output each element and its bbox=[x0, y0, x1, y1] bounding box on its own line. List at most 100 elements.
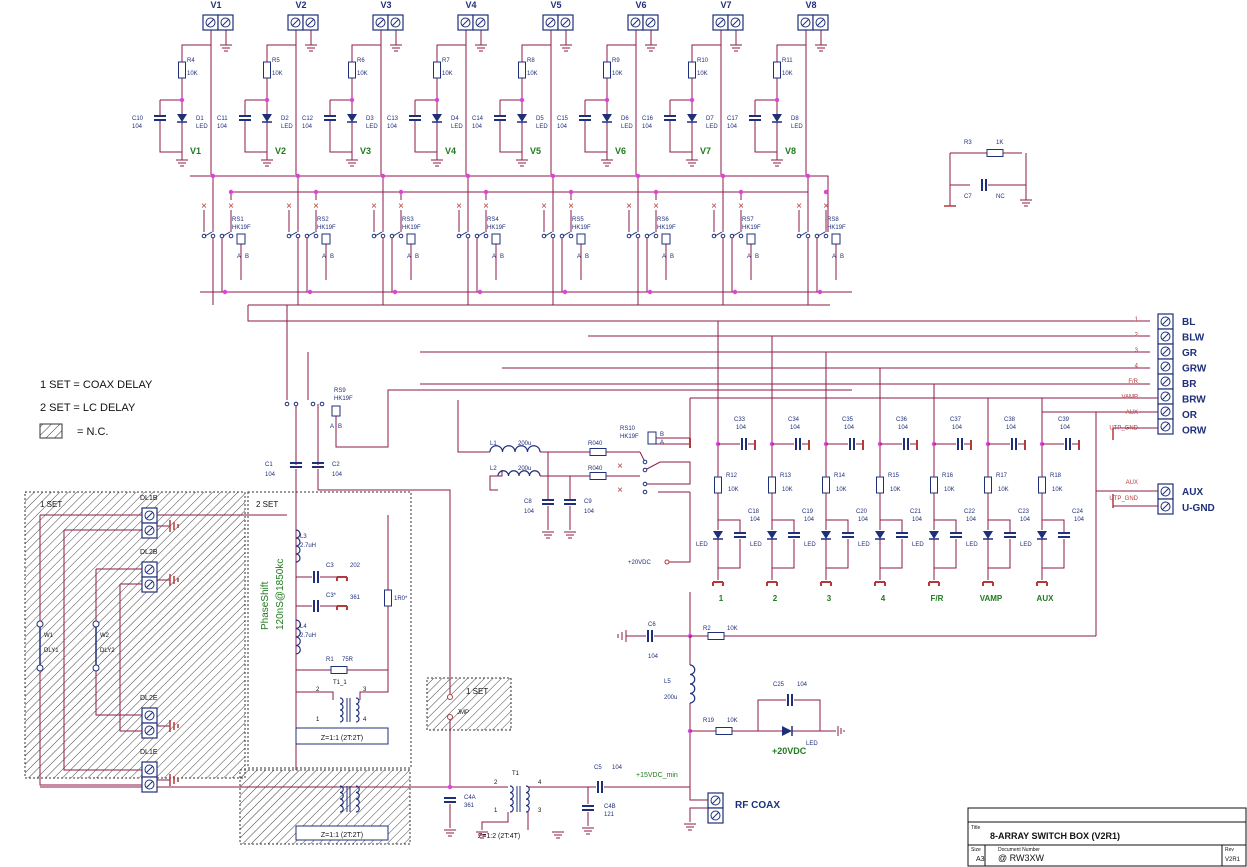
doc-label: Document Number bbox=[998, 847, 1040, 853]
aux-connector-label: AUX bbox=[1182, 487, 1203, 498]
top-resistor-value: 10K bbox=[442, 71, 453, 77]
wire bbox=[266, 30, 297, 55]
terminal-screw-icon bbox=[290, 17, 301, 28]
top-resistor-value: 10K bbox=[697, 71, 708, 77]
relay-x-mark: × bbox=[823, 201, 829, 212]
legend-hatch-swatch bbox=[39, 423, 63, 439]
wire bbox=[754, 121, 777, 153]
terminal-screw-icon bbox=[220, 17, 231, 28]
relay-name: RS3 bbox=[402, 217, 414, 223]
top-led-name: D8 bbox=[791, 116, 799, 122]
wire bbox=[1042, 539, 1065, 569]
bottom-resistor-name: R14 bbox=[834, 473, 846, 479]
junction-dot bbox=[392, 289, 398, 295]
terminal-screw-icon bbox=[710, 795, 721, 806]
output-line-number: 2 bbox=[1135, 333, 1139, 339]
bottom-capacitor-name: C39 bbox=[1058, 417, 1070, 423]
relay-coil bbox=[831, 233, 841, 245]
top-led-channel-label: V1 bbox=[190, 146, 201, 156]
relay-switch-arm bbox=[799, 231, 808, 237]
bottom-resistor bbox=[822, 476, 830, 494]
terminal-screw-icon bbox=[144, 564, 155, 575]
terminal-screw-icon bbox=[645, 17, 656, 28]
junction-dot bbox=[562, 289, 568, 295]
top-resistor-value: 10K bbox=[187, 71, 198, 77]
coax-terminal bbox=[36, 620, 44, 628]
junction-dot bbox=[349, 97, 355, 103]
terminal-screw-slot bbox=[1161, 317, 1170, 326]
wire bbox=[499, 121, 522, 153]
top-led-channel-label: V2 bbox=[275, 146, 286, 156]
wire bbox=[436, 30, 467, 55]
top-resistor bbox=[688, 61, 696, 79]
wire bbox=[247, 305, 1150, 322]
relay-switch-arm bbox=[459, 231, 468, 237]
plus20-terminal bbox=[664, 559, 670, 565]
relay-x-mark: × bbox=[398, 201, 404, 212]
c5-name: C5 bbox=[594, 765, 602, 771]
l4-name: L4 bbox=[300, 624, 307, 630]
relay-x-mark: × bbox=[568, 201, 574, 212]
relay-pin-b: B bbox=[840, 254, 844, 260]
bottom-resistor-value: 10K bbox=[836, 487, 847, 493]
c25-led-icon bbox=[782, 726, 792, 736]
top-led-label: LED bbox=[536, 124, 548, 130]
wire bbox=[119, 584, 142, 732]
top-resistor-name: R11 bbox=[782, 58, 793, 64]
output-line-number: 4 bbox=[1135, 364, 1139, 370]
relay-pin-b: B bbox=[245, 254, 249, 260]
terminal-screw-slot bbox=[1161, 347, 1170, 356]
junction-dot bbox=[307, 289, 313, 295]
bottom-led-label: LED bbox=[696, 542, 708, 548]
junction-dot bbox=[210, 173, 216, 179]
jumper-pin bbox=[447, 714, 453, 720]
rev-value: V2R1 bbox=[1225, 857, 1241, 863]
terminal-screw-icon bbox=[800, 17, 811, 28]
terminal-screw-icon bbox=[1160, 406, 1171, 417]
relay-contact bbox=[284, 401, 290, 407]
wire bbox=[879, 500, 903, 532]
bottom-channel-label: VAMP bbox=[980, 594, 1003, 603]
output-connector-label: ORW bbox=[1182, 426, 1207, 437]
terminal-screw-slot bbox=[1161, 502, 1170, 511]
relay-switch-arm bbox=[289, 231, 298, 237]
wire bbox=[988, 539, 1011, 569]
relay-coil bbox=[746, 233, 756, 245]
junction-dot bbox=[653, 189, 659, 195]
z12-label: Z=1:2 (2T:4T) bbox=[478, 833, 520, 840]
terminal-screw-slot bbox=[461, 18, 470, 27]
bottom-capacitor-value: 104 bbox=[844, 425, 855, 431]
bottom-capacitor-value: 104 bbox=[1060, 425, 1071, 431]
top-capacitor-name: C11 bbox=[217, 116, 228, 122]
l4-value: 2.7uH bbox=[300, 633, 316, 639]
output-connector-label: GRW bbox=[1182, 364, 1207, 375]
rs9-type: HK19F bbox=[334, 396, 353, 402]
top-led-label: LED bbox=[366, 124, 378, 130]
set1-jumper-hatched-area bbox=[426, 677, 512, 731]
relay-coil bbox=[236, 233, 246, 245]
top-led-label: LED bbox=[451, 124, 463, 130]
terminal-screw-slot bbox=[145, 765, 154, 774]
bottom-led-icon bbox=[713, 531, 723, 539]
l3-inductor bbox=[295, 529, 301, 563]
c3-star-value: 361 bbox=[350, 595, 361, 601]
top-led-name: D6 bbox=[621, 116, 629, 122]
rs9-name: RS9 bbox=[334, 388, 346, 394]
relay-switch-arm bbox=[817, 231, 826, 237]
l3-value: 2.7uH bbox=[300, 543, 316, 549]
bottom-led-capacitor-value: 104 bbox=[804, 517, 815, 523]
l5-value: 200u bbox=[664, 695, 677, 701]
terminal-screw-slot bbox=[1161, 407, 1170, 416]
relay-type: HK19F bbox=[572, 225, 591, 231]
top-led-name: D4 bbox=[451, 116, 459, 122]
transformer-coil bbox=[339, 785, 344, 813]
transformer-pin: 4 bbox=[363, 717, 367, 723]
top-resistor-name: R6 bbox=[357, 58, 365, 64]
relay-contact bbox=[550, 233, 556, 239]
wire bbox=[776, 30, 807, 55]
terminal-screw-slot bbox=[306, 18, 315, 27]
r2-value: 10K bbox=[727, 626, 738, 632]
top-resistor bbox=[178, 61, 186, 79]
dl-label: DL1B bbox=[140, 495, 158, 502]
z11-box bbox=[295, 727, 389, 745]
